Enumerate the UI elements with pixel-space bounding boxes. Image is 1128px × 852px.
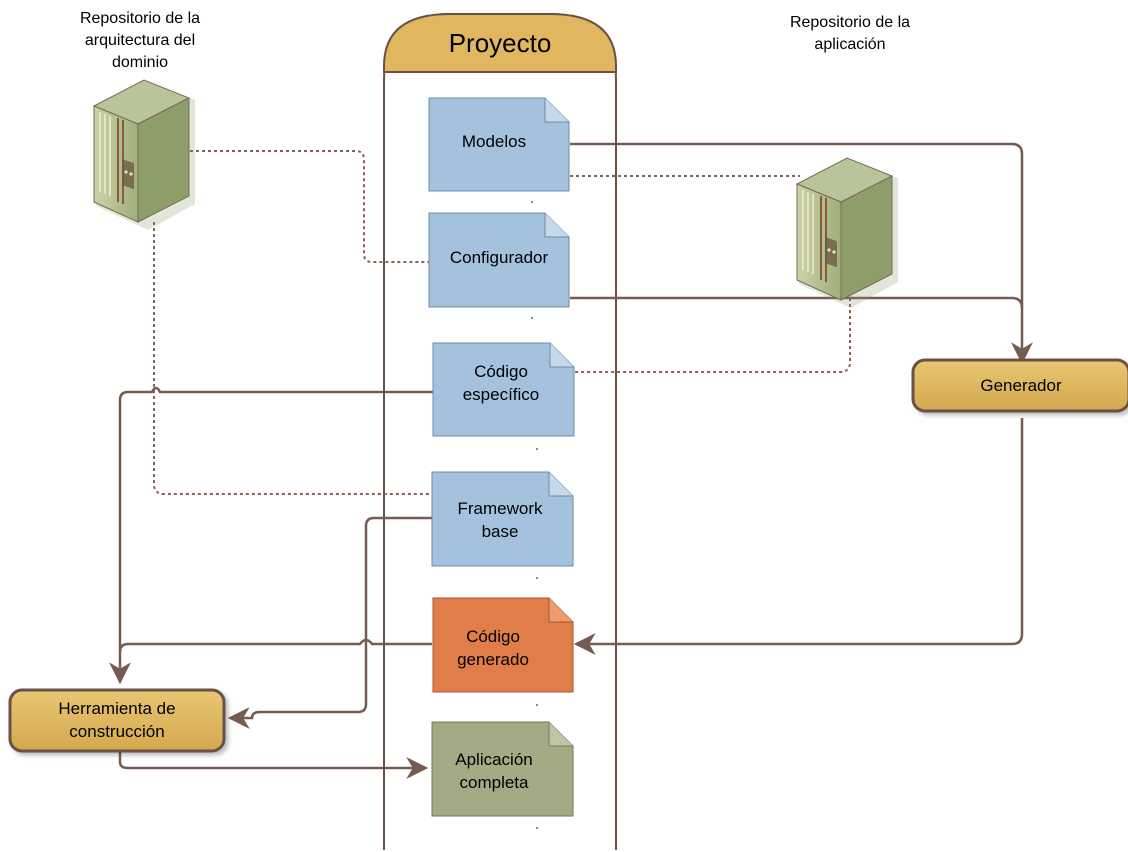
dotted-connectors	[153, 150, 851, 495]
document-aplicacion-completa-label: Aplicación completa	[432, 748, 556, 794]
document-modelos	[428, 97, 570, 192]
document-framework-base	[431, 471, 574, 567]
tool-boxes	[8, 358, 1128, 753]
domain-to-configurador-link	[190, 150, 430, 263]
project-header	[383, 13, 617, 73]
configurador-to-generador-line	[570, 296, 1024, 309]
document-codigo-generado	[432, 597, 574, 693]
document-label-line: Modelos	[461, 132, 527, 151]
document-label-line: completa	[459, 773, 529, 792]
generador-box	[911, 358, 1128, 413]
domain-repo-line: Repositorio de la	[79, 10, 201, 27]
document-label-line: Aplicación	[455, 750, 533, 769]
build-tool-line: Herramienta de	[58, 699, 176, 718]
framework-to-build-line	[227, 516, 432, 729]
project-title: Proyecto	[448, 28, 552, 58]
solid-connectors	[109, 142, 1033, 779]
document-label-line: Código	[474, 362, 528, 381]
build-tool-line: construcción	[69, 722, 165, 741]
app-repo-to-codigo-especifico-link	[564, 298, 851, 373]
document-configurador	[428, 212, 570, 308]
document-framework-base-label: Framework base	[432, 497, 568, 543]
server-icon	[795, 157, 898, 308]
domain-repo-label: Repositorio de la arquitectura del domin…	[40, 8, 240, 74]
modelos-to-generador-line	[570, 142, 1033, 365]
generador-label: Generador	[980, 376, 1062, 395]
app-repo-line: Repositorio de la	[789, 14, 911, 31]
document-label-line: específico	[462, 385, 540, 404]
document-label-line: generado	[457, 650, 529, 669]
document-codigo-generado-label: Código generado	[433, 625, 553, 671]
build-tool-box	[8, 688, 226, 753]
build-to-aplicacion-line	[118, 750, 429, 779]
project-container	[383, 13, 617, 850]
document-codigo-especifico	[432, 342, 575, 437]
document-configurador-label: Configurador	[429, 246, 569, 269]
document-continuation-dots	[531, 201, 538, 829]
codigo-generado-to-build-line	[118, 638, 432, 653]
codigo-especifico-to-build-line	[109, 386, 434, 685]
document-aplicacion-completa	[431, 721, 574, 817]
document-label-line: Código	[466, 627, 520, 646]
app-repo-label: Repositorio de la aplicación	[750, 12, 950, 56]
document-label-line: Framework	[457, 499, 543, 518]
document-label-line: base	[481, 522, 519, 541]
document-label-line: Configurador	[449, 248, 549, 267]
app-repo-line: aplicación	[814, 36, 886, 53]
server-icon	[92, 79, 195, 230]
build-tool-label: Herramienta de construcción	[10, 697, 224, 743]
document-modelos-label: Modelos	[429, 130, 559, 153]
generador-to-codigo-generado-line	[573, 418, 1024, 655]
domain-repo-line: arquitectura del	[84, 32, 196, 49]
document-codigo-especifico-label: Código específico	[433, 360, 569, 406]
documents	[428, 97, 575, 829]
domain-to-framework-link	[153, 222, 432, 495]
domain-repo-line: dominio	[111, 54, 169, 71]
